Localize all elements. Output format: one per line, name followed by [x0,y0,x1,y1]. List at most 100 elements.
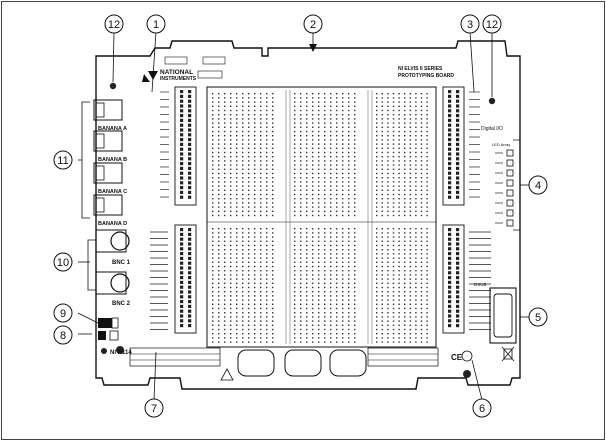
breadboard-hole [300,114,302,116]
breadboard-hole [306,286,308,289]
breadboard-hole [254,168,256,170]
breadboard-hole [218,244,220,247]
breadboard-hole [376,185,378,187]
breadboard-hole [398,244,400,247]
breadboard-hole [415,333,417,335]
breadboard-hole [312,232,314,234]
header-pin [448,271,452,275]
breadboard-hole [381,270,383,272]
breadboard-hole [426,312,428,314]
breadboard-hole [266,228,268,230]
breadboard-hole [300,270,302,272]
breadboard-hole [312,114,314,116]
header-pin [456,195,460,199]
breadboard-hole [415,303,417,305]
breadboard-hole [224,130,226,133]
breadboard-hole [398,135,400,137]
breadboard-hole [224,193,226,196]
breadboard-hole [266,214,268,217]
breadboard-hole [392,122,395,124]
breadboard-hole [318,333,320,335]
breadboard-hole [254,101,256,103]
right-lower-pins [448,228,460,328]
breadboard-hole [272,206,274,208]
breadboard-hole [409,147,411,149]
breadboard-hole [306,172,308,175]
breadboard-hole [236,312,238,314]
banana-jack-terminal [95,197,105,213]
breadboard-hole [330,240,332,242]
breadboard-hole [376,341,378,343]
header-pin [448,300,452,304]
header-pin [188,90,192,94]
breadboard-hole [398,177,400,179]
breadboard-hole [230,118,232,120]
breadboard-hole [266,130,268,133]
breadboard-hole [236,198,238,200]
breadboard-hole [218,324,220,326]
breadboard-hole [212,164,214,166]
breadboard-hole [415,282,417,284]
breadboard-hole [426,324,428,326]
breadboard-hole [381,316,383,318]
breadboard-hole [242,295,244,297]
breadboard-hole [376,147,378,149]
breadboard-hole [272,139,274,141]
breadboard-hole [272,316,274,318]
breadboard-hole [330,210,332,212]
breadboard-hole [318,139,320,141]
breadboard-hole [409,172,411,175]
breadboard-hole [404,143,406,145]
breadboard-hole [318,97,320,99]
breadboard-hole [342,193,344,196]
breadboard-hole [330,333,332,335]
breadboard-hole [248,249,250,251]
header-pin [448,186,452,190]
breadboard-hole [409,101,411,103]
left-upper-labels [160,91,169,198]
breadboard-hole [404,270,406,272]
breadboard-hole [224,198,226,200]
breadboard-hole [336,228,338,230]
header-pin [180,94,184,98]
breadboard-hole [260,312,262,314]
breadboard-hole [381,228,383,230]
breadboard-hole [260,341,262,343]
breadboard-hole [336,244,338,247]
breadboard-hole [415,324,417,326]
breadboard-hole [392,118,395,120]
breadboard-hole [381,135,383,137]
banana-label: BANANA B [98,157,127,163]
breadboard-hole [404,189,406,191]
breadboard-hole [409,181,411,183]
breadboard-hole [312,181,314,183]
breadboard-hole [272,156,274,158]
breadboard-hole [336,316,338,318]
breadboard-hole [342,198,344,200]
breadboard-hole [294,193,296,196]
breadboard-hole [218,274,220,276]
breadboard-hole [306,316,308,318]
breadboard-hole [404,109,406,112]
breadboard-hole [254,278,256,280]
breadboard-hole [398,253,400,255]
breadboard-hole [224,286,226,289]
breadboard-hole [415,316,417,318]
breadboard-hole [218,270,220,272]
header-pin [188,162,192,166]
breadboard-hole [330,202,332,204]
breadboard-hole [392,160,395,162]
breadboard-hole [404,295,406,297]
breadboard-hole [300,143,302,145]
breadboard-hole [330,328,332,331]
header-pin [456,90,460,94]
breadboard-hole [330,177,332,179]
breadboard-hole [300,181,302,183]
breadboard-hole [236,295,238,297]
breadboard-hole [409,328,411,331]
breadboard-hole [404,181,406,183]
breadboard-hole [376,210,378,212]
breadboard-hole [266,147,268,149]
breadboard-hole [398,214,400,217]
breadboard-hole [404,210,406,212]
